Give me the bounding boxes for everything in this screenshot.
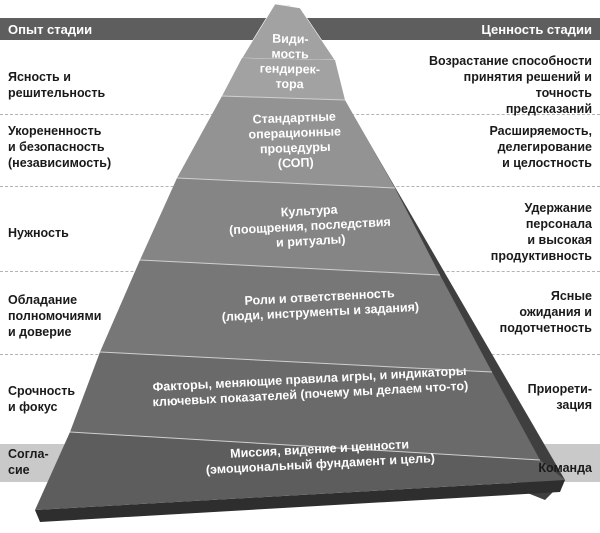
experience-label: Нужность — [8, 226, 69, 240]
tier-4-face — [100, 260, 492, 372]
tier-6-face — [35, 432, 565, 510]
tier-label-text: Види- мость гендирек- тора — [259, 31, 321, 92]
tier-5-face — [70, 352, 540, 460]
experience-label-text: Согла- сие — [8, 447, 49, 477]
tier-1-face-lower — [222, 58, 345, 100]
value-label: Приорети- зация — [422, 381, 592, 413]
value-label: Команда — [538, 461, 592, 475]
tier-label-text: Стандартные операционные процедуры (СОП) — [248, 109, 342, 171]
experience-label: Согла- сие — [8, 446, 158, 478]
experience-label: Ясность и решительность — [8, 70, 106, 100]
experience-label: Укорененность и безопасность (независимо… — [8, 123, 158, 171]
tier-label: Стандартные операционные процедуры (СОП) — [229, 109, 361, 174]
value-label: Возрастание способности принятия решений… — [422, 53, 592, 117]
header-right-title: Ценность стадии — [481, 22, 592, 37]
value-label: Расширяемость, делегирование и целостнос… — [422, 123, 592, 171]
value-label: Ясные ожидания и подотчетность — [422, 288, 592, 336]
value-label-text: Возрастание способности принятия решений… — [428, 54, 592, 116]
experience-label: Срочность и фокус — [8, 383, 158, 415]
tier-2-face — [177, 96, 395, 188]
tier-separator — [176, 177, 396, 189]
tier-3-face — [140, 178, 440, 275]
header-left-title: Опыт стадии — [8, 22, 93, 37]
value-label-text: Приорети- зация — [527, 382, 592, 412]
tier-separator — [99, 351, 493, 373]
experience-label-text: Срочность и фокус — [8, 384, 76, 414]
pyramid-base-face — [35, 480, 565, 522]
experience-label-text: Укорененность и безопасность (независимо… — [8, 124, 112, 170]
tier-label: Види- мость гендирек- тора — [244, 31, 335, 93]
tier-separator — [69, 431, 541, 461]
value-label-text: Ясные ожидания и подотчетность — [499, 289, 592, 335]
tier-separator — [221, 95, 346, 101]
experience-label: Обладание полномочиями и доверие — [8, 292, 158, 340]
value-label: Удержание персонала и высокая продуктивн… — [422, 200, 592, 264]
value-label-text: Удержание персонала и высокая продуктивн… — [490, 201, 592, 263]
value-label-text: Расширяемость, делегирование и целостнос… — [489, 124, 592, 170]
tier-separator — [139, 259, 441, 276]
experience-label-text: Обладание полномочиями и доверие — [8, 293, 102, 339]
